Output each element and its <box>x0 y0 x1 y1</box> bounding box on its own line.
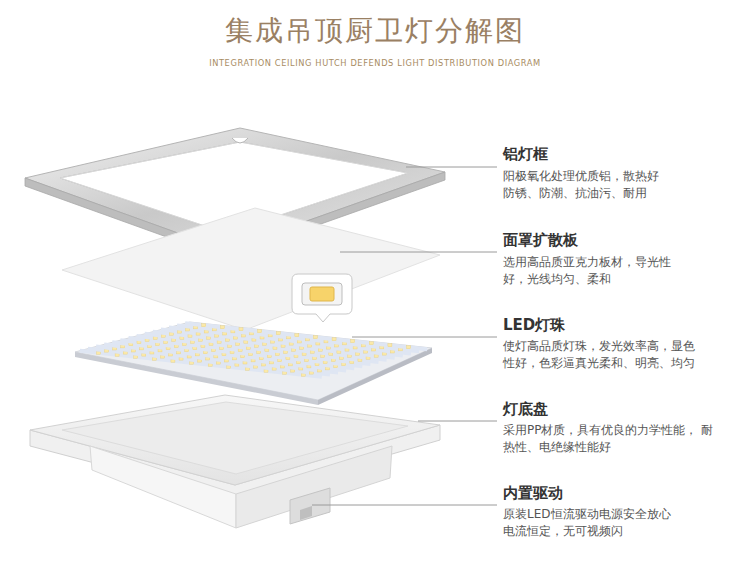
title: 集成吊顶厨卫灯分解图 <box>0 12 750 49</box>
part-name: LED灯珠 <box>503 316 703 335</box>
part-name: 灯底盘 <box>503 400 703 419</box>
led-chip <box>388 344 392 347</box>
led-board <box>75 322 432 405</box>
base-tray <box>30 395 440 528</box>
part-description: 使灯高品质灯珠，发光效率高，显色 性好，色彩逼真光柔和、明亮、均匀 <box>503 338 703 372</box>
led-strip <box>169 327 411 353</box>
led-chip <box>351 340 355 343</box>
part-description: 选用高品质亚克力板材，导光性 好，光线均匀、柔和 <box>503 254 679 288</box>
part-description: 原装LED恒流驱动电源安全放心 电流恒定，无可视频闪 <box>503 506 675 540</box>
led-chip <box>276 332 280 335</box>
led-chip <box>220 326 224 329</box>
subtitle: INTEGRATION CEILING HUTCH DEFENDS LIGHT … <box>0 57 750 70</box>
part-description: 阳极氧化处理优质铝，散热好 防锈、防潮、抗油污、耐用 <box>503 168 668 202</box>
part-description: 采用PP材质，具有优良的力学性能， 耐热性、电绝缘性能好 <box>503 422 717 456</box>
part-name: 面罩扩散板 <box>503 231 703 250</box>
led-chip <box>258 330 262 333</box>
leader-lines <box>312 167 497 505</box>
led-chip <box>332 338 336 341</box>
led-chip <box>313 336 317 339</box>
led-chip <box>202 324 206 327</box>
led-chip <box>295 334 299 337</box>
led-strip <box>185 323 427 349</box>
diffuser-panel <box>62 208 440 330</box>
led-strip <box>177 325 419 351</box>
led-chip <box>369 342 373 345</box>
part-name: 铝灯框 <box>503 145 703 164</box>
led-chip <box>407 346 411 349</box>
led-callout <box>292 274 352 322</box>
part-name: 内置驱动 <box>503 484 703 503</box>
led-chip <box>239 328 243 331</box>
